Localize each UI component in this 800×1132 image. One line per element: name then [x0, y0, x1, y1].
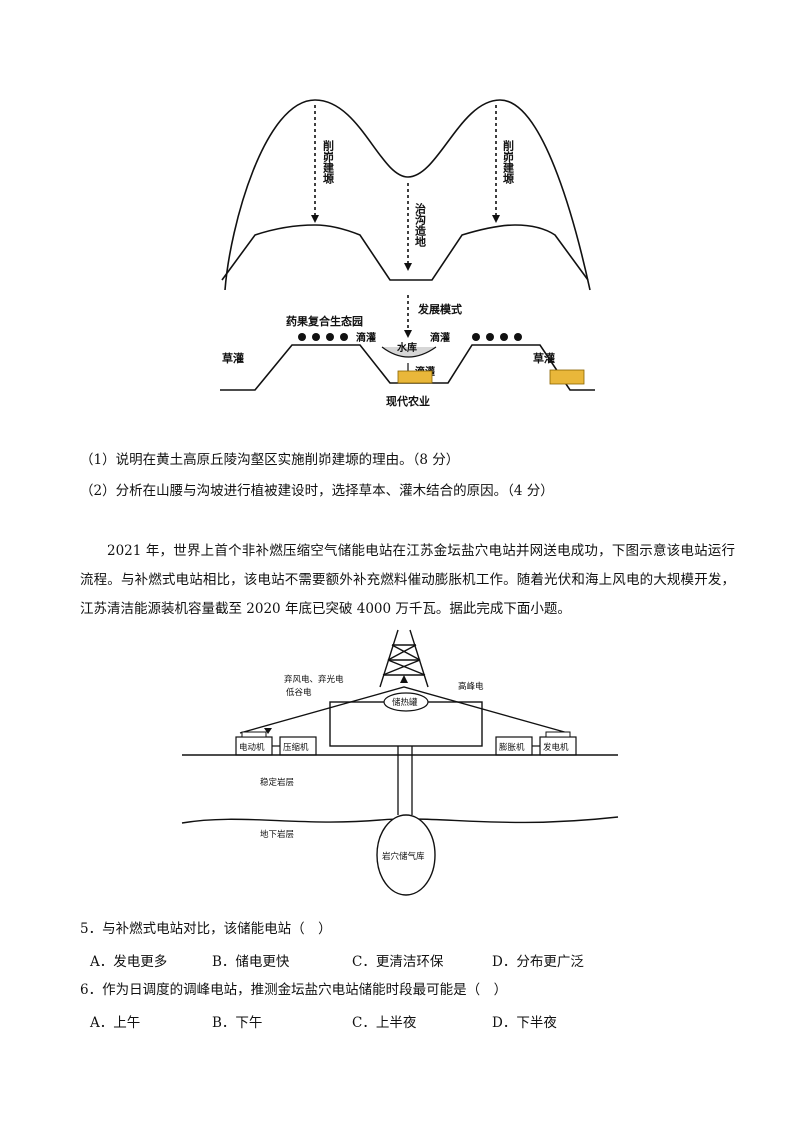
label-arrow-left: 削峁建塬 [322, 139, 335, 185]
label-left-1: 弃风电、弃光电 [284, 674, 344, 685]
crop-field-right [549, 369, 585, 385]
q6-option-a[interactable]: A．上午 [90, 1015, 141, 1031]
passage-text: 2021 年，世界上首个非补燃压缩空气储能电站在江苏金坛盐穴电站并网送电成功，下… [80, 543, 735, 617]
label-arrow-right: 削峁建塬 [502, 139, 515, 185]
q5-option-d[interactable]: D．分布更广泛 [492, 954, 584, 970]
label-expander: 膨胀机 [499, 742, 525, 753]
label-left-2: 低谷电 [286, 687, 312, 698]
leveled-terrain-profile [221, 224, 589, 281]
label-grass-right: 草灌 [533, 351, 555, 365]
trees-right [472, 333, 522, 341]
original-terrain-curve [224, 99, 591, 291]
label-heat-tank: 储热罐 [392, 697, 418, 708]
power-pylon [379, 629, 429, 688]
question-1: （1）说明在黄土高原丘陵沟壑区实施削峁建塬的理由。（8 分） [80, 452, 460, 468]
trees-left [298, 333, 348, 341]
question-2: （2）分析在山腰与沟坡进行植被建设时，选择草本、灌木结合的原因。（4 分） [80, 483, 554, 499]
label-underground-rock: 地下岩层 [260, 829, 294, 840]
q5-option-b[interactable]: B．储电更快 [212, 954, 290, 970]
q6-option-d[interactable]: D．下半夜 [492, 1015, 557, 1031]
q5-stem: 5．与补燃式电站对比，该储能电站（ ） [80, 921, 332, 937]
q5-option-a[interactable]: A．发电更多 [90, 954, 168, 970]
q6-stem: 6．作为日调度的调峰电站，推测金坛盐穴电站储能时段最可能是（ ） [80, 982, 508, 998]
label-mode: 发展模式 [417, 302, 462, 316]
label-eco-park: 药果复合生态园 [286, 314, 363, 328]
q6-option-c[interactable]: C．上半夜 [352, 1015, 417, 1031]
crop-field-center [397, 370, 433, 384]
label-cavern: 岩穴储气库 [382, 851, 425, 862]
label-modern-agri: 现代农业 [386, 394, 430, 408]
label-grass-left: 草灌 [222, 351, 244, 365]
label-right: 高峰电 [458, 681, 484, 692]
reservoir-shape [381, 346, 437, 358]
label-generator: 发电机 [543, 742, 569, 753]
label-drip-right: 滴灌 [430, 331, 450, 344]
figure-terrain-diagram: 削峁建塬 治沟造地 削峁建塬 发展模式 水库 药果复合生态园 滴灌 滴灌 滴灌 … [220, 99, 595, 408]
label-compressor: 压缩机 [283, 742, 309, 753]
label-stable-rock: 稳定岩层 [260, 777, 294, 788]
figure-energy-storage: 储热罐 电动机 压缩机 膨胀机 发电机 岩穴储气库 稳定岩层 地下岩层 弃风电、… [181, 629, 619, 896]
label-drip-left: 滴灌 [356, 331, 376, 344]
label-arrow-center: 治沟造地 [414, 202, 427, 247]
q5-option-c[interactable]: C．更清洁环保 [352, 954, 444, 970]
label-motor: 电动机 [239, 742, 265, 753]
label-reservoir: 水库 [396, 341, 417, 354]
q6-option-b[interactable]: B．下午 [212, 1015, 263, 1031]
